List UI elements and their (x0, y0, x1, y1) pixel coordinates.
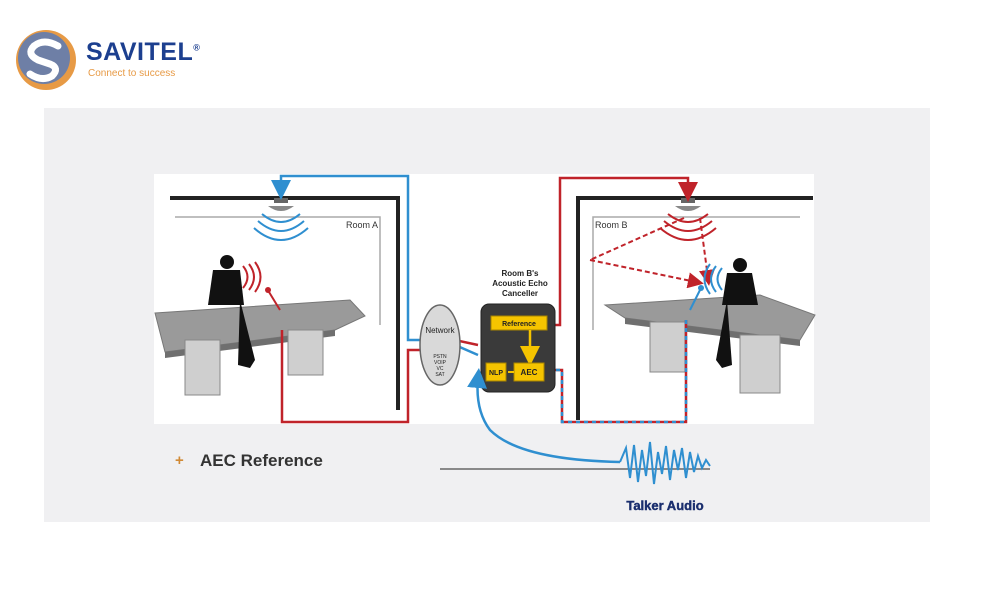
talker-audio-label: Talker Audio (626, 498, 703, 513)
aec-title-line-2: Acoustic Echo (492, 279, 548, 288)
person-a-icon (208, 255, 262, 368)
room-b-label: Room B (595, 220, 628, 230)
aec-box: Room B's Acoustic Echo Canceller Referen… (480, 269, 556, 393)
network-node: Network PSTN VOIP VC SAT (419, 304, 461, 386)
person-b-icon (703, 258, 758, 368)
waveform-icon (619, 441, 711, 485)
table-b-icon (603, 294, 816, 394)
network-type-vc: VC (437, 366, 444, 372)
bullet-marker: + (175, 452, 184, 469)
microphone-b-icon (689, 285, 704, 311)
aec-title-line-1: Room B's (501, 269, 539, 278)
network-type-pstn: PSTN (433, 354, 447, 360)
brand-name: SAVITEL® (86, 38, 201, 66)
network-label: Network (425, 326, 455, 335)
table-a-icon (154, 299, 366, 396)
room-b: Room B (576, 196, 816, 420)
aec-title-line-3: Canceller (502, 289, 538, 298)
room-a-label: Room A (346, 220, 378, 230)
aec-block: AEC (521, 368, 538, 377)
speaker-a-icon (253, 198, 309, 241)
room-a: Room A (154, 196, 400, 410)
brand-tagline: Connect to success (88, 68, 176, 79)
nlp-block: NLP (489, 370, 503, 377)
aec-reference-caption: AEC Reference (200, 451, 323, 470)
microphone-a-icon (265, 287, 281, 311)
savitel-logo-icon (16, 30, 76, 90)
network-type-sat: SAT (435, 372, 444, 378)
network-type-voip: VOIP (434, 360, 447, 366)
reference-block: Reference (502, 321, 536, 328)
speaker-b-icon (659, 198, 717, 241)
